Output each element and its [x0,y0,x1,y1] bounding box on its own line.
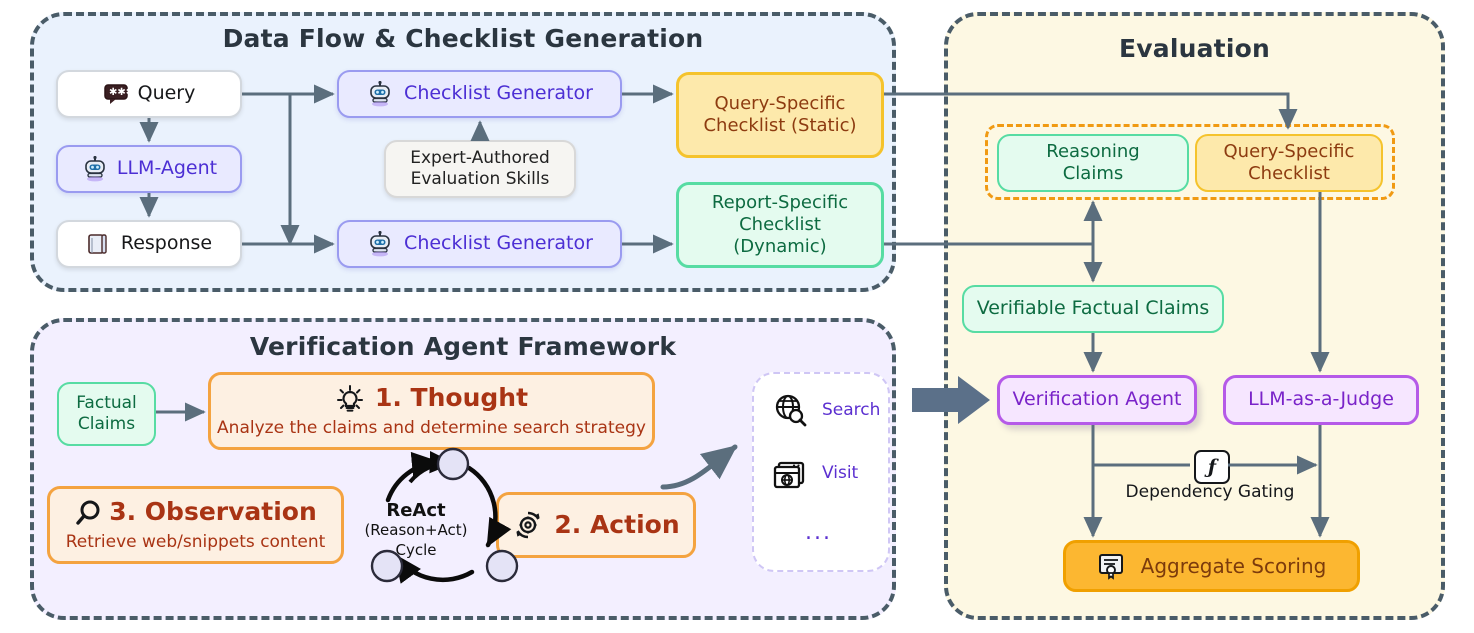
llm-as-a-judge-label: LLM-as-a-Judge [1248,388,1394,411]
tool-search-label: Search [822,400,881,420]
expert-skills-line1: Expert-Authored [410,148,550,169]
node-report-specific-checklist-dynamic[interactable]: Report-Specific Checklist (Dynamic) [676,182,884,268]
thought-description: Analyze the claims and determine search … [217,417,646,438]
books-icon [86,232,112,256]
dependency-gating-label: Dependency Gating [1125,482,1295,502]
rsc-dynamic-line2: Checklist [739,214,821,236]
svg-text:✱✱✱: ✱✱✱ [109,87,129,98]
qsc-line1: Query-Specific [1223,141,1355,163]
node-verification-agent[interactable]: Verification Agent [997,375,1197,425]
lightbulb-icon [335,384,365,414]
tool-visit-label: Visit [822,463,859,483]
node-checklist-generator-bottom-label: Checklist Generator [404,232,593,255]
aggregate-scoring-label: Aggregate Scoring [1140,553,1327,578]
node-observation[interactable]: 3. Observation Retrieve web/snippets con… [47,486,344,564]
reasoning-claims-line1: Reasoning [1046,141,1140,163]
speech-bubble-icon: ✱✱✱ [103,83,129,105]
robot-icon [366,231,394,257]
tool-item-visit[interactable]: Visit [772,455,858,491]
magnifier-icon [74,499,102,527]
node-query-specific-checklist-static[interactable]: Query-Specific Checklist (Static) [676,72,884,158]
observation-step-label: 3. Observation [109,497,317,527]
function-glyph: ƒ [1207,456,1217,478]
node-llm-agent[interactable]: LLM-Agent [56,145,242,193]
node-verifiable-factual-claims[interactable]: Verifiable Factual Claims [962,285,1224,333]
qsc-static-line2: Checklist (Static) [703,115,857,136]
node-checklist-generator-top[interactable]: Checklist Generator [337,70,622,118]
qsc-line2: Checklist [1248,163,1330,184]
certificate-icon [1097,552,1125,580]
robot-icon [366,81,394,107]
react-cycle-caption: Cycle [395,541,437,559]
reasoning-claims-line2: Claims [1062,163,1124,184]
tool-more-ellipsis[interactable]: ... [805,520,832,545]
robot-icon [81,156,109,182]
action-step-label: 2. Action [554,509,680,539]
expert-skills-line2: Evaluation Skills [410,169,550,189]
node-query-specific-checklist[interactable]: Query-Specific Checklist [1195,134,1383,192]
react-cycle-subtitle: (Reason+Act) [364,521,468,539]
panel-verification-title: Verification Agent Framework [249,332,677,361]
panel-data-flow-title: Data Flow & Checklist Generation [222,24,704,53]
node-query-label: Query [137,82,196,105]
qsc-static-line1: Query-Specific [714,93,846,115]
node-response[interactable]: Response [56,220,242,268]
factual-claims-line1: Factual [76,393,137,414]
node-llm-as-a-judge[interactable]: LLM-as-a-Judge [1223,375,1419,425]
node-response-label: Response [120,232,213,255]
function-icon: ƒ [1194,450,1230,484]
node-aggregate-scoring[interactable]: Aggregate Scoring [1063,540,1360,592]
gear-refresh-icon [512,509,544,541]
browser-globe-icon [772,455,808,491]
tool-item-search[interactable]: Search [772,392,880,428]
node-reasoning-claims[interactable]: Reasoning Claims [997,134,1189,192]
node-factual-claims[interactable]: Factual Claims [57,382,156,446]
node-llm-agent-label: LLM-Agent [116,157,218,180]
node-expert-authored-skills[interactable]: Expert-Authored Evaluation Skills [384,140,576,198]
rsc-dynamic-line3: (Dynamic) [733,235,827,257]
globe-search-icon [772,392,808,428]
node-query[interactable]: ✱✱✱ Query [56,70,242,118]
node-checklist-generator-top-label: Checklist Generator [404,82,593,105]
verifiable-factual-claims-label: Verifiable Factual Claims [976,297,1210,320]
rsc-dynamic-line1: Report-Specific [711,192,849,214]
panel-evaluation-title: Evaluation [1119,34,1270,63]
thought-step-label: 1. Thought [374,383,529,413]
react-cycle-title: ReAct [386,500,446,521]
factual-claims-line2: Claims [77,414,136,434]
node-action[interactable]: 2. Action [496,492,696,558]
verification-agent-label: Verification Agent [1012,388,1182,411]
node-thought[interactable]: 1. Thought Analyze the claims and determ… [208,372,655,450]
observation-description: Retrieve web/snippets content [65,531,326,552]
node-checklist-generator-bottom[interactable]: Checklist Generator [337,220,622,268]
